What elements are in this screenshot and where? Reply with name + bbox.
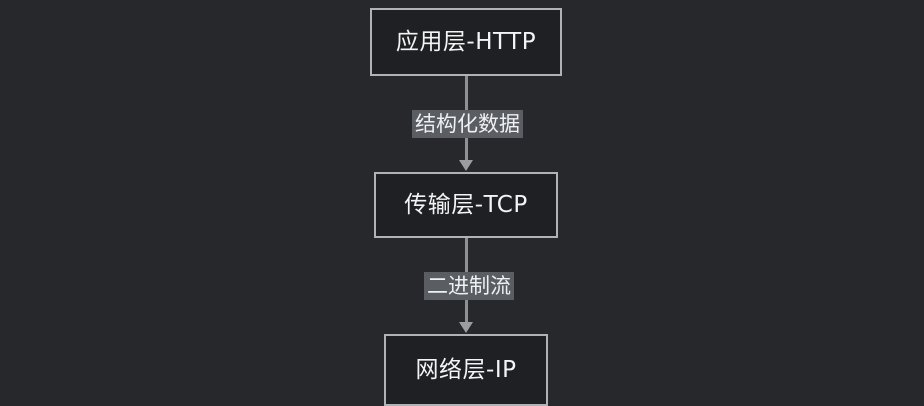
node-network-layer[interactable]: 网络层-IP xyxy=(384,334,548,406)
node-transport-layer-label: 传输层-TCP xyxy=(404,191,528,218)
arrowhead-down-icon xyxy=(459,160,473,171)
node-transport-layer[interactable]: 传输层-TCP xyxy=(374,172,558,238)
edge-label-binary-stream: 二进制流 xyxy=(424,272,514,300)
node-network-layer-label: 网络层-IP xyxy=(415,356,517,383)
node-application-layer[interactable]: 应用层-HTTP xyxy=(370,8,562,76)
edge-label-structured-data: 结构化数据 xyxy=(412,110,523,138)
arrowhead-down-icon xyxy=(459,322,473,333)
node-application-layer-label: 应用层-HTTP xyxy=(395,28,537,55)
